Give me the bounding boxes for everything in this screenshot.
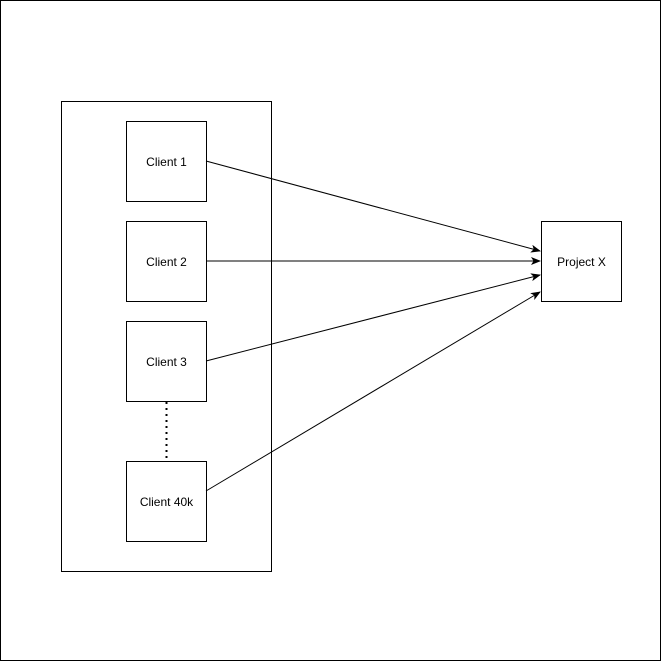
- node-client-3-label: Client 3: [146, 354, 187, 369]
- node-client-2: Client 2: [126, 221, 207, 302]
- node-client-2-label: Client 2: [146, 254, 187, 269]
- node-client-1: Client 1: [126, 121, 207, 202]
- node-client-40k: Client 40k: [126, 461, 207, 542]
- node-project-x-label: Project X: [557, 254, 606, 269]
- node-project-x: Project X: [541, 221, 622, 302]
- node-client-40k-label: Client 40k: [139, 494, 194, 509]
- node-client-3: Client 3: [126, 321, 207, 402]
- node-client-1-label: Client 1: [146, 154, 187, 169]
